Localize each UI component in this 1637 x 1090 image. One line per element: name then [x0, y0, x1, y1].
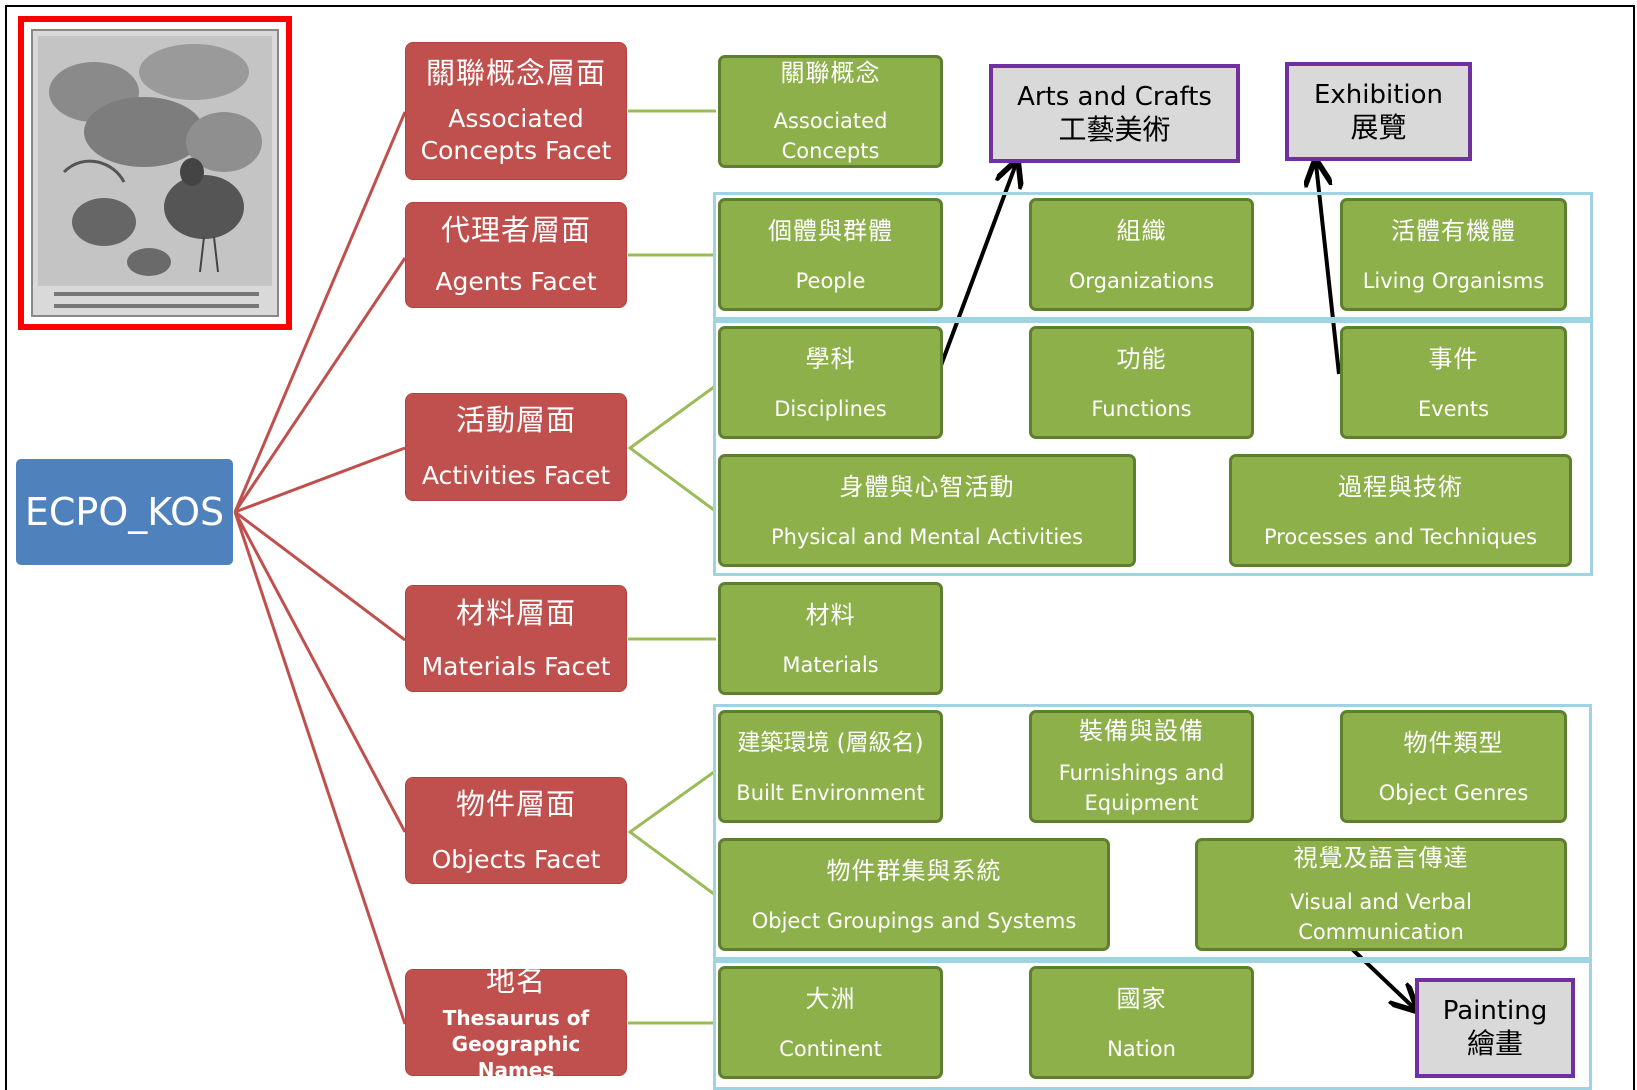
hierarchy-zh-label: 活體有機體: [1391, 216, 1516, 245]
hierarchy-en-label: Visual and Verbal Communication: [1290, 889, 1472, 944]
hierarchy-en-label: Furnishings and Equipment: [1058, 760, 1225, 815]
hierarchy-organizations[interactable]: 組織 Organizations: [1029, 198, 1254, 311]
hierarchy-en-label: People: [795, 268, 866, 293]
facet-en-label: Associated Concepts Facet: [420, 104, 612, 165]
hierarchy-continent[interactable]: 大洲 Continent: [718, 966, 943, 1079]
hierarchy-events[interactable]: 事件 Events: [1340, 326, 1567, 439]
hierarchy-en-label: Object Genres: [1378, 780, 1529, 805]
facet-materials[interactable]: 材料層面 Materials Facet: [405, 585, 627, 692]
hierarchy-en-label: Continent: [779, 1036, 882, 1061]
hierarchy-associated-concepts[interactable]: 關聯概念 Associated Concepts: [718, 55, 943, 168]
root-node-ecpo-kos[interactable]: ECPO_KOS: [16, 459, 233, 565]
hierarchy-zh-label: 大洲: [805, 984, 856, 1013]
hierarchy-disciplines[interactable]: 學科 Disciplines: [718, 326, 943, 439]
facet-en-label: Objects Facet: [431, 844, 601, 874]
hierarchy-en-label: Functions: [1091, 396, 1192, 421]
example-painting[interactable]: Painting 繪畫: [1415, 978, 1575, 1078]
facet-activities[interactable]: 活動層面 Activities Facet: [405, 393, 627, 501]
source-image-thumbnail: [18, 16, 292, 330]
hierarchy-zh-label: 裝備與設備: [1079, 716, 1204, 745]
facet-en-label: Thesaurus of Geographic Names: [442, 1005, 590, 1082]
hierarchy-zh-label: 事件: [1428, 344, 1479, 373]
hierarchy-en-label: Events: [1417, 396, 1490, 421]
facet-geographic-names[interactable]: 地名 Thesaurus of Geographic Names: [405, 964, 627, 1082]
facet-zh-label: 代理者層面: [440, 213, 591, 247]
facet-objects[interactable]: 物件層面 Objects Facet: [405, 777, 627, 884]
hierarchy-zh-label: 過程與技術: [1338, 472, 1463, 501]
group-activities: [713, 320, 1593, 576]
hierarchy-object-groupings-systems[interactable]: 物件群集與系統 Object Groupings and Systems: [718, 838, 1110, 951]
hierarchy-furnishings-equipment[interactable]: 裝備與設備 Furnishings and Equipment: [1029, 710, 1254, 823]
hierarchy-zh-label: 國家: [1116, 984, 1167, 1013]
hierarchy-zh-label: 身體與心智活動: [839, 472, 1015, 501]
hierarchy-visual-verbal-communication[interactable]: 視覺及語言傳達 Visual and Verbal Communication: [1195, 838, 1567, 951]
hierarchy-en-label: Disciplines: [774, 396, 887, 421]
group-objects: [713, 704, 1592, 960]
hierarchy-zh-label: 個體與群體: [768, 216, 893, 245]
facet-associated-concepts[interactable]: 關聯概念層面 Associated Concepts Facet: [405, 42, 627, 180]
hierarchy-zh-label: 組織: [1116, 216, 1167, 245]
facet-agents[interactable]: 代理者層面 Agents Facet: [405, 202, 627, 308]
hierarchy-nation[interactable]: 國家 Nation: [1029, 966, 1254, 1079]
hierarchy-en-label: Materials: [782, 652, 879, 677]
hierarchy-en-label: Physical and Mental Activities: [770, 524, 1084, 549]
example-en-label: Exhibition: [1313, 79, 1444, 110]
example-zh-label: 工藝美術: [1058, 112, 1171, 146]
hierarchy-people[interactable]: 個體與群體 People: [718, 198, 943, 311]
facet-zh-label: 地名: [485, 963, 546, 998]
hierarchy-zh-label: 物件群集與系統: [826, 856, 1002, 885]
hierarchy-zh-label: 學科: [805, 344, 856, 373]
hierarchy-en-label: Living Organisms: [1362, 268, 1545, 293]
hierarchy-object-genres[interactable]: 物件類型 Object Genres: [1340, 710, 1567, 823]
hierarchy-en-label: Object Groupings and Systems: [751, 908, 1077, 933]
hierarchy-en-label: Processes and Techniques: [1263, 524, 1538, 549]
example-zh-label: 繪畫: [1466, 1027, 1523, 1060]
hierarchy-zh-label: 材料: [805, 600, 856, 629]
facet-en-label: Agents Facet: [435, 267, 597, 296]
facet-en-label: Materials Facet: [421, 651, 611, 681]
hierarchy-materials[interactable]: 材料 Materials: [718, 582, 943, 695]
hierarchy-zh-label: 建築環境 (層級名): [737, 729, 924, 756]
hierarchy-processes-techniques[interactable]: 過程與技術 Processes and Techniques: [1229, 454, 1572, 567]
hierarchy-en-label: Built Environment: [736, 780, 925, 805]
diagram-frame: [5, 5, 1635, 1090]
hierarchy-en-label: Nation: [1107, 1036, 1176, 1061]
hierarchy-functions[interactable]: 功能 Functions: [1029, 326, 1254, 439]
example-en-label: Arts and Crafts: [1017, 81, 1212, 112]
facet-en-label: Activities Facet: [421, 461, 611, 490]
facet-zh-label: 物件層面: [455, 786, 576, 821]
facet-zh-label: 關聯概念層面: [425, 56, 606, 90]
hierarchy-en-label: Organizations: [1068, 268, 1215, 293]
example-zh-label: 展覽: [1350, 110, 1407, 144]
example-en-label: Painting: [1442, 996, 1548, 1026]
hierarchy-zh-label: 功能: [1116, 344, 1167, 373]
facet-zh-label: 活動層面: [455, 403, 576, 437]
example-arts-and-crafts[interactable]: Arts and Crafts 工藝美術: [989, 64, 1240, 163]
hierarchy-zh-label: 關聯概念: [780, 58, 881, 87]
hierarchy-physical-mental-activities[interactable]: 身體與心智活動 Physical and Mental Activities: [718, 454, 1136, 567]
hierarchy-built-environment[interactable]: 建築環境 (層級名) Built Environment: [718, 710, 943, 823]
example-exhibition[interactable]: Exhibition 展覽: [1285, 62, 1472, 161]
hierarchy-living-organisms[interactable]: 活體有機體 Living Organisms: [1340, 198, 1567, 311]
newspaper-painting-image: [31, 29, 279, 317]
hierarchy-en-label: Associated Concepts: [773, 108, 888, 163]
group-agents: [713, 192, 1593, 320]
hierarchy-zh-label: 物件類型: [1403, 728, 1504, 757]
facet-zh-label: 材料層面: [455, 595, 576, 630]
hierarchy-zh-label: 視覺及語言傳達: [1293, 843, 1469, 872]
